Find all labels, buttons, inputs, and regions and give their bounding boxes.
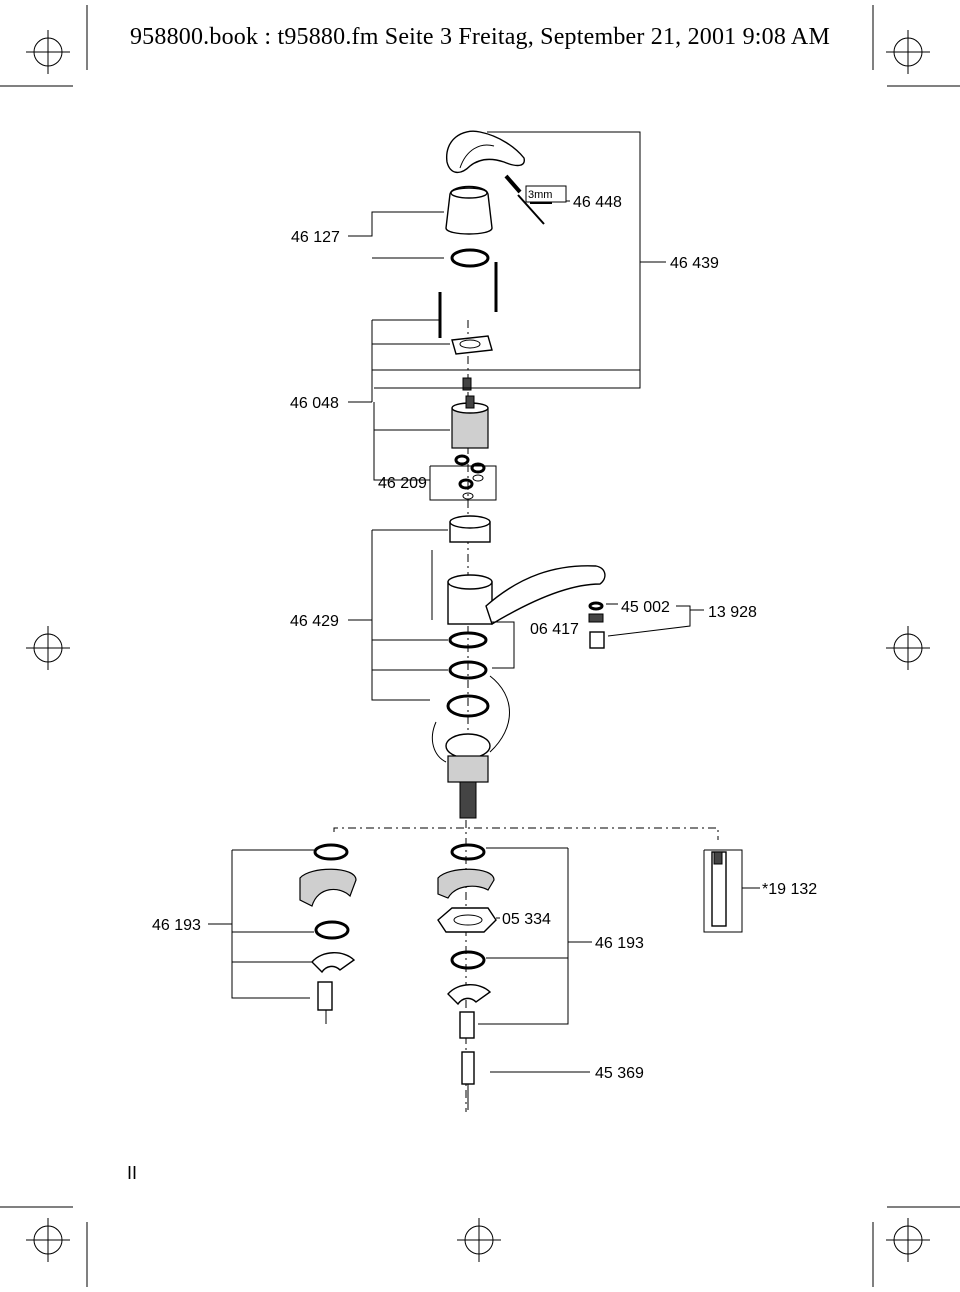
wrench-tool bbox=[711, 851, 727, 927]
part-label-46048: 46 048 bbox=[290, 395, 339, 412]
lower-leader-lines bbox=[208, 827, 760, 1073]
assembly-arc bbox=[489, 675, 510, 753]
part-label-45002: 45 002 bbox=[621, 599, 670, 616]
o-ring bbox=[450, 248, 490, 268]
cartridge bbox=[451, 395, 489, 449]
part-label-05334: 05 334 bbox=[502, 911, 551, 928]
part-label-13928: 13 928 bbox=[708, 604, 757, 621]
print-header: 958800.book : t95880.fm Seite 3 Freitag,… bbox=[129, 24, 830, 50]
aerator bbox=[588, 601, 605, 649]
body-seal-rings bbox=[446, 631, 490, 718]
part-label-46439: 46 439 bbox=[670, 255, 719, 272]
part-label-45369: 45 369 bbox=[595, 1065, 644, 1082]
handle-cap bbox=[445, 185, 493, 235]
part-labels: 46 127 46 448 46 439 46 048 46 209 46 42… bbox=[152, 194, 817, 1082]
part-label-46193-right: 46 193 bbox=[595, 935, 644, 952]
leader-lines bbox=[348, 131, 704, 701]
tool-size-label: 3mm bbox=[528, 189, 552, 201]
center-parts-stack bbox=[437, 843, 497, 1110]
spout-body bbox=[447, 565, 606, 626]
spout-sleeve bbox=[449, 515, 491, 543]
long-screws bbox=[438, 262, 498, 338]
part-label-46127: 46 127 bbox=[291, 229, 340, 246]
part-label-46429: 46 429 bbox=[290, 613, 339, 630]
part-label-46448: 46 448 bbox=[573, 194, 622, 211]
set-screw bbox=[504, 174, 567, 225]
registration-target-icon bbox=[26, 30, 930, 1262]
part-label-46193-left: 46 193 bbox=[152, 917, 201, 934]
seal-rings bbox=[454, 454, 486, 500]
spindle-adapter bbox=[462, 377, 472, 391]
part-label-46209: 46 209 bbox=[378, 475, 427, 492]
retaining-nut bbox=[451, 335, 493, 355]
page-number: II bbox=[127, 1163, 138, 1183]
left-parts-stack bbox=[299, 843, 357, 1024]
handle-lever bbox=[446, 130, 525, 173]
part-label-06417: 06 417 bbox=[530, 621, 579, 638]
crop-marks bbox=[0, 5, 960, 1287]
valve-body bbox=[445, 733, 491, 819]
part-label-19132: *19 132 bbox=[762, 881, 817, 898]
assembly-arc bbox=[431, 721, 447, 763]
